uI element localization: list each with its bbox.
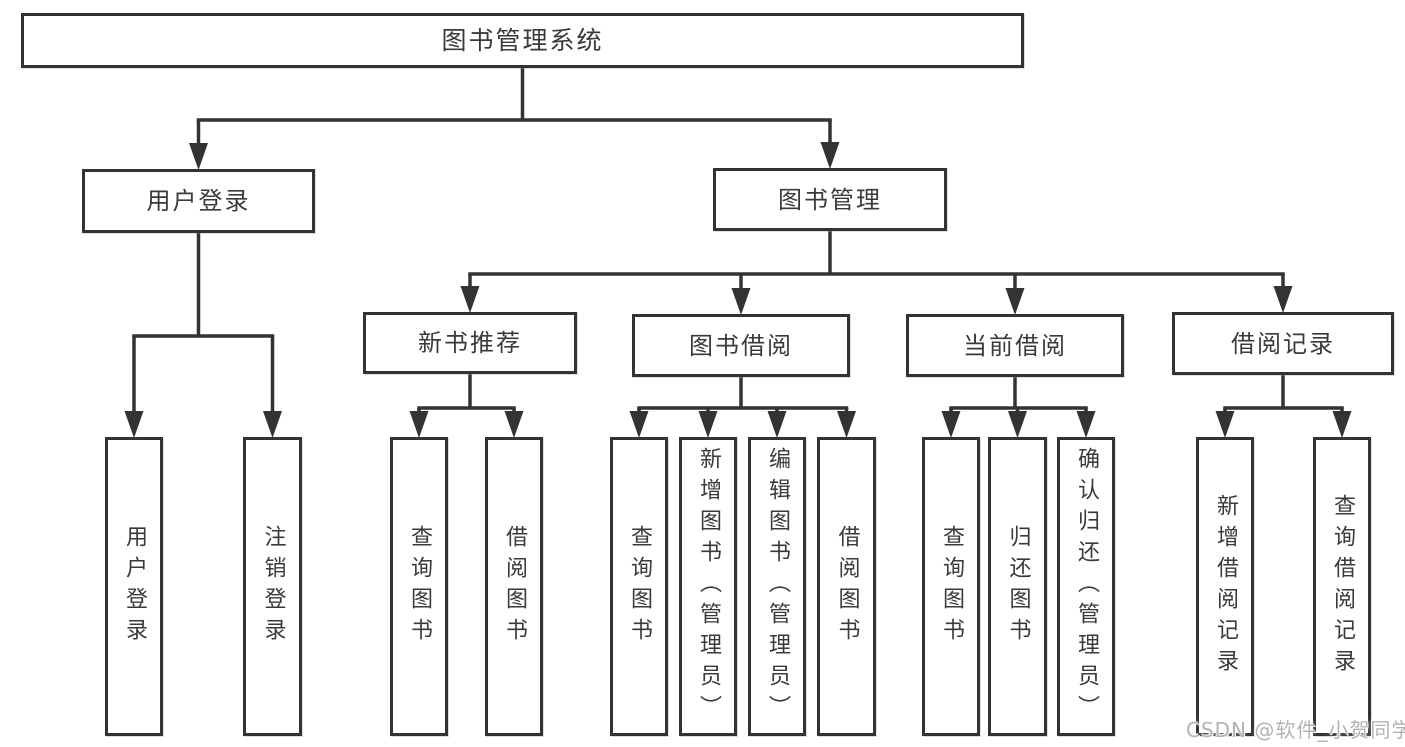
node-current-label: 当前借阅	[963, 331, 1067, 360]
arrowhead-icon	[1076, 411, 1096, 438]
node-login-label: 用户登录	[146, 187, 251, 215]
node-leaf-cur-confirm: 确认归还（管理员）	[1057, 437, 1115, 736]
arrowhead-icon	[837, 411, 856, 438]
node-leaf-log-query: 查询借阅记录	[1313, 437, 1371, 736]
node-root: 图书管理系统	[21, 13, 1024, 68]
arrowhead-icon	[629, 411, 649, 438]
arrowhead-icon	[189, 143, 208, 170]
node-login: 用户登录	[82, 169, 315, 233]
node-leaf-rec-query-label: 查询图书	[407, 524, 432, 649]
arrowhead-icon	[941, 411, 961, 438]
node-records-label: 借阅记录	[1231, 329, 1335, 358]
node-borrow-label: 图书借阅	[689, 331, 793, 360]
arrowhead-icon	[504, 411, 524, 438]
node-leaf-bor-add: 新增图书（管理员）	[679, 437, 737, 736]
arrowhead-icon	[1215, 411, 1235, 438]
node-leaf-bor-query: 查询图书	[610, 437, 668, 736]
node-leaf-bor-edit: 编辑图书（管理员）	[748, 437, 806, 736]
node-leaf-cur-return-label: 归还图书	[1005, 524, 1031, 649]
arrowhead-icon	[409, 411, 429, 438]
node-borrow: 图书借阅	[632, 314, 850, 377]
node-leaf-bor-borrow: 借阅图书	[817, 437, 876, 736]
node-leaf-cur-query-label: 查询图书	[939, 524, 964, 649]
node-leaf-cur-confirm-label: 确认归还（管理员）	[1074, 447, 1099, 726]
arrowhead-icon	[1332, 411, 1352, 438]
node-leaf-login-label: 用户登录	[122, 524, 147, 649]
node-leaf-rec-query: 查询图书	[390, 437, 448, 736]
node-leaf-bor-borrow-label: 借阅图书	[834, 524, 860, 649]
node-leaf-rec-borrow-label: 借阅图书	[502, 524, 527, 649]
node-leaf-bor-add-label: 新增图书（管理员）	[696, 447, 721, 726]
arrowhead-icon	[767, 411, 787, 438]
arrowhead-icon	[460, 286, 480, 313]
node-current: 当前借阅	[906, 314, 1124, 377]
node-leaf-bor-query-label: 查询图书	[627, 524, 652, 649]
node-leaf-log-add: 新增借阅记录	[1196, 437, 1254, 736]
arrowhead-icon	[1005, 288, 1025, 315]
node-leaf-login: 用户登录	[105, 437, 163, 736]
node-rec-label: 新书推荐	[418, 329, 522, 357]
node-mgmt-label: 图书管理	[778, 185, 882, 214]
arrowhead-icon	[263, 411, 282, 438]
arrowhead-icon	[698, 411, 718, 438]
node-leaf-logout-label: 注销登录	[260, 524, 286, 649]
node-leaf-log-query-label: 查询借阅记录	[1330, 493, 1355, 680]
node-root-label: 图书管理系统	[441, 26, 604, 55]
arrowhead-icon	[731, 288, 751, 315]
node-leaf-log-add-label: 新增借阅记录	[1213, 493, 1238, 680]
node-leaf-cur-return: 归还图书	[988, 437, 1047, 736]
csdn-watermark: CSDN @软件_小贺同学	[1186, 718, 1405, 742]
node-leaf-bor-edit-label: 编辑图书（管理员）	[765, 447, 790, 726]
arrowhead-icon	[820, 142, 840, 169]
node-leaf-cur-query: 查询图书	[922, 437, 980, 736]
arrowhead-icon	[124, 411, 144, 438]
node-mgmt: 图书管理	[713, 168, 947, 231]
node-leaf-rec-borrow: 借阅图书	[485, 437, 543, 736]
arrowhead-icon	[1008, 411, 1027, 438]
node-records: 借阅记录	[1172, 312, 1394, 375]
arrowhead-icon	[1273, 286, 1293, 313]
node-leaf-logout: 注销登录	[243, 437, 302, 736]
node-rec: 新书推荐	[363, 312, 577, 374]
